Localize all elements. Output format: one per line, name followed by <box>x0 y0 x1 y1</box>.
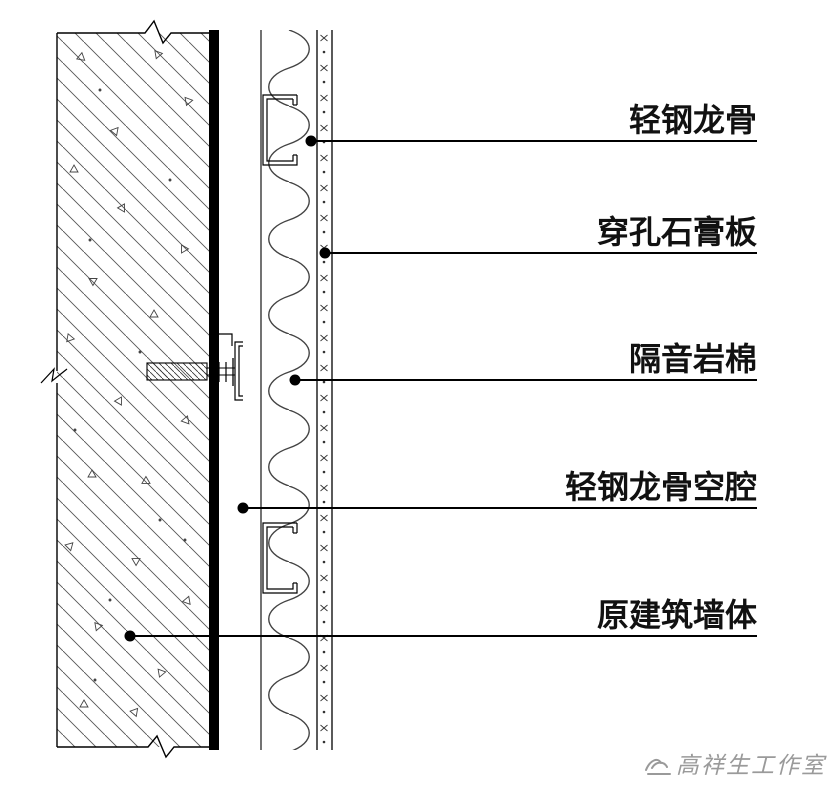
leader-dot <box>319 247 331 259</box>
steel-stud-top <box>262 94 298 166</box>
annotation-perforated-gypsum-board: 穿孔石膏板 <box>319 214 757 259</box>
leader-dot <box>237 502 249 514</box>
studio-watermark-text: 高祥生工作室 <box>676 753 827 778</box>
leader-dot <box>305 135 317 147</box>
label-perforated-gypsum-board: 穿孔石膏板 <box>597 214 757 250</box>
annotation-rock-wool: 隔音岩棉 <box>289 341 757 386</box>
leader-dot <box>289 374 301 386</box>
bracket-u-clip <box>215 333 233 346</box>
anchor-bolt-body <box>146 362 208 381</box>
label-light-steel-keel: 轻钢龙骨 <box>629 102 757 138</box>
rock-wool-insulation <box>261 30 317 750</box>
wall-build-up-layers <box>260 30 333 750</box>
concrete-hatch-fill <box>57 33 209 747</box>
annotation-original-wall: 原建筑墙体 <box>124 597 757 642</box>
expansion-anchor-bolt <box>146 358 235 386</box>
annotation-light-steel-keel: 轻钢龙骨 <box>305 102 757 147</box>
studio-watermark: 高祥生工作室 <box>645 753 827 778</box>
label-original-wall: 原建筑墙体 <box>597 597 757 633</box>
annotation-keel-cavity: 轻钢龙骨空腔 <box>237 469 757 514</box>
break-line-bottom <box>57 734 209 759</box>
studio-logo-icon <box>645 758 671 775</box>
steel-stud-bottom <box>262 522 298 594</box>
gypsum-board-perforation-marks <box>318 30 331 750</box>
wall-face-black-band <box>209 30 219 750</box>
concrete-existing-wall <box>40 19 209 759</box>
break-line-top <box>57 19 209 45</box>
concrete-aggregate-symbols <box>64 49 194 718</box>
break-symbol-left <box>40 367 68 384</box>
leader-dot <box>124 630 136 642</box>
label-sound-insulation-rock-wool: 隔音岩棉 <box>629 341 757 377</box>
keel-connection-bracket <box>215 333 243 401</box>
label-keel-cavity: 轻钢龙骨空腔 <box>565 469 757 505</box>
annotations: 轻钢龙骨 穿孔石膏板 隔音岩棉 轻钢龙骨空腔 原建筑墙体 <box>124 102 757 642</box>
